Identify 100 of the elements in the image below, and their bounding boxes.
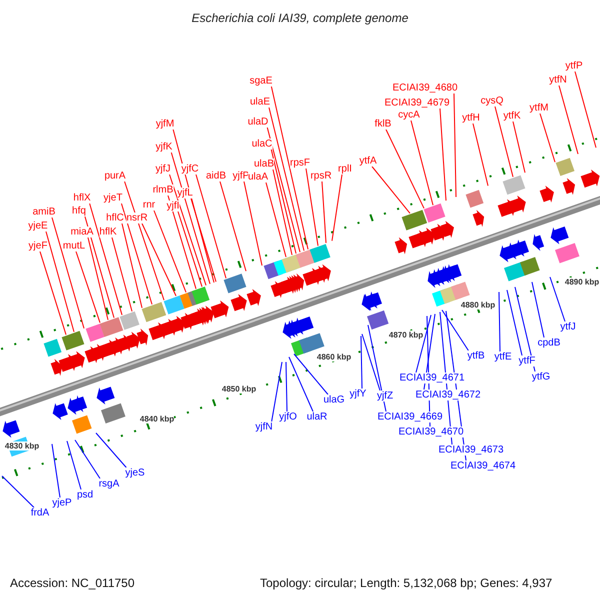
leader-line bbox=[66, 440, 82, 490]
gene-label: fklB bbox=[374, 118, 392, 130]
gene-label: yjeS bbox=[125, 468, 145, 478]
gene-label: yjfJ bbox=[156, 164, 170, 174]
leader-line bbox=[362, 334, 380, 391]
leader-line bbox=[368, 324, 386, 412]
leader-line bbox=[40, 251, 66, 336]
gene-label: ECIAI39_4672 bbox=[415, 390, 481, 400]
gene-label: rpsR bbox=[310, 170, 332, 182]
gene-label: rplI bbox=[338, 164, 352, 174]
gene-label: rsgA bbox=[98, 478, 120, 490]
gene-label: rnr bbox=[142, 200, 156, 210]
leader-line bbox=[244, 181, 262, 266]
leader-line bbox=[170, 152, 210, 284]
gene-label: yjfL bbox=[177, 188, 193, 198]
leader-line bbox=[142, 223, 176, 296]
gene-label: ulaA bbox=[248, 172, 268, 182]
leader-line bbox=[270, 86, 308, 250]
gene-label: hfq bbox=[72, 206, 86, 216]
gene-label: cysQ bbox=[480, 96, 504, 106]
leader-line bbox=[306, 168, 318, 246]
gene-label: yjfK bbox=[156, 142, 172, 152]
leader-line bbox=[172, 129, 214, 283]
gene-label: ytfP bbox=[565, 60, 583, 72]
gene-label: ulaC bbox=[252, 138, 272, 150]
gene-label: frdA bbox=[30, 508, 50, 518]
gene-label: ulaB bbox=[254, 158, 274, 170]
leader-line bbox=[270, 149, 296, 254]
gene-label: mutL bbox=[62, 240, 86, 252]
leader-line bbox=[514, 286, 536, 372]
leader-line bbox=[122, 223, 142, 308]
leader-line bbox=[266, 182, 286, 258]
gene-label: yjfO bbox=[279, 412, 297, 422]
gene-label: ytfJ bbox=[560, 322, 576, 332]
leader-line bbox=[472, 123, 488, 186]
scale-label: 4880 kbp bbox=[460, 300, 496, 310]
leader-line bbox=[76, 251, 100, 324]
gene-label: cycA bbox=[398, 110, 420, 120]
leader-line bbox=[272, 169, 292, 256]
gene-label: psd bbox=[76, 490, 94, 500]
gene-label: ytfB bbox=[467, 350, 485, 362]
gene-label: ECIAI39_4673 bbox=[438, 444, 504, 456]
gene-label: ECIAI39_4670 bbox=[398, 426, 464, 438]
scale-label: 4870 kbp bbox=[388, 330, 424, 340]
gene-label: ytfG bbox=[532, 372, 550, 382]
gene-label: yjeT bbox=[104, 192, 122, 204]
scale-label: 4830 kbp bbox=[4, 442, 40, 450]
gene-label: ytfH bbox=[462, 112, 480, 124]
leader-line bbox=[288, 356, 314, 412]
gene-label: ytfK bbox=[503, 110, 521, 122]
leader-line bbox=[372, 166, 410, 214]
leader-line bbox=[52, 444, 60, 498]
gene-label: ECIAI39_4680 bbox=[392, 82, 458, 94]
leader-line bbox=[124, 181, 164, 301]
leader-line bbox=[74, 440, 100, 479]
leader-line bbox=[550, 276, 566, 322]
leader-line bbox=[266, 127, 300, 253]
gene-label: yjfY bbox=[350, 388, 366, 400]
leader-line bbox=[574, 71, 596, 148]
gene-label: ytfN bbox=[549, 74, 567, 86]
leader-line bbox=[332, 174, 342, 242]
gene-label: rpsF bbox=[290, 158, 310, 168]
leader-line bbox=[154, 210, 186, 293]
leader-line bbox=[220, 181, 246, 272]
gene-label: yjfZ bbox=[376, 390, 394, 402]
gene-label: ECIAI39_4669 bbox=[377, 412, 443, 422]
gene-label: yjfP bbox=[232, 170, 250, 182]
gene-label: ulaD bbox=[248, 116, 268, 128]
gene-label: nsrR bbox=[126, 212, 148, 224]
leader-line bbox=[442, 310, 469, 351]
gene-label: aidB bbox=[206, 170, 226, 182]
leader-line bbox=[169, 174, 206, 286]
gene-label: ulaG bbox=[323, 394, 345, 406]
gene-label: purA bbox=[104, 170, 126, 182]
leader-line bbox=[52, 217, 84, 329]
gene-label: miaA bbox=[70, 226, 94, 238]
leader-line bbox=[268, 107, 304, 252]
leader-line bbox=[112, 237, 132, 312]
genome-info-text: Topology: circular; Length: 5,132,068 bp; Genes: 4,937 bbox=[260, 576, 552, 590]
gene-label: hflC bbox=[106, 212, 124, 224]
leader-line bbox=[46, 231, 74, 332]
leader-line bbox=[532, 282, 544, 338]
leader-line bbox=[89, 203, 122, 316]
gene-label: ytfE bbox=[494, 352, 512, 362]
gene-label: cpdB bbox=[538, 338, 560, 348]
gene-label: ulaE bbox=[250, 96, 270, 108]
leader-line bbox=[558, 85, 578, 154]
leader-line bbox=[416, 314, 432, 373]
gene-label: yjeP bbox=[52, 498, 72, 508]
title: Escherichia coli IAI39, complete genome bbox=[190, 11, 410, 25]
scale-label: 4840 kbp bbox=[140, 414, 174, 424]
leader-line bbox=[120, 203, 152, 305]
leader-line bbox=[424, 314, 436, 390]
gene-label: ulaR bbox=[306, 412, 328, 422]
leader-line bbox=[506, 290, 522, 356]
leader-line bbox=[190, 198, 216, 282]
gene-label: yjfC bbox=[181, 164, 199, 174]
leader-line bbox=[84, 216, 114, 318]
gene-label: hflX bbox=[73, 192, 91, 204]
gene-label: sgaE bbox=[250, 76, 272, 86]
